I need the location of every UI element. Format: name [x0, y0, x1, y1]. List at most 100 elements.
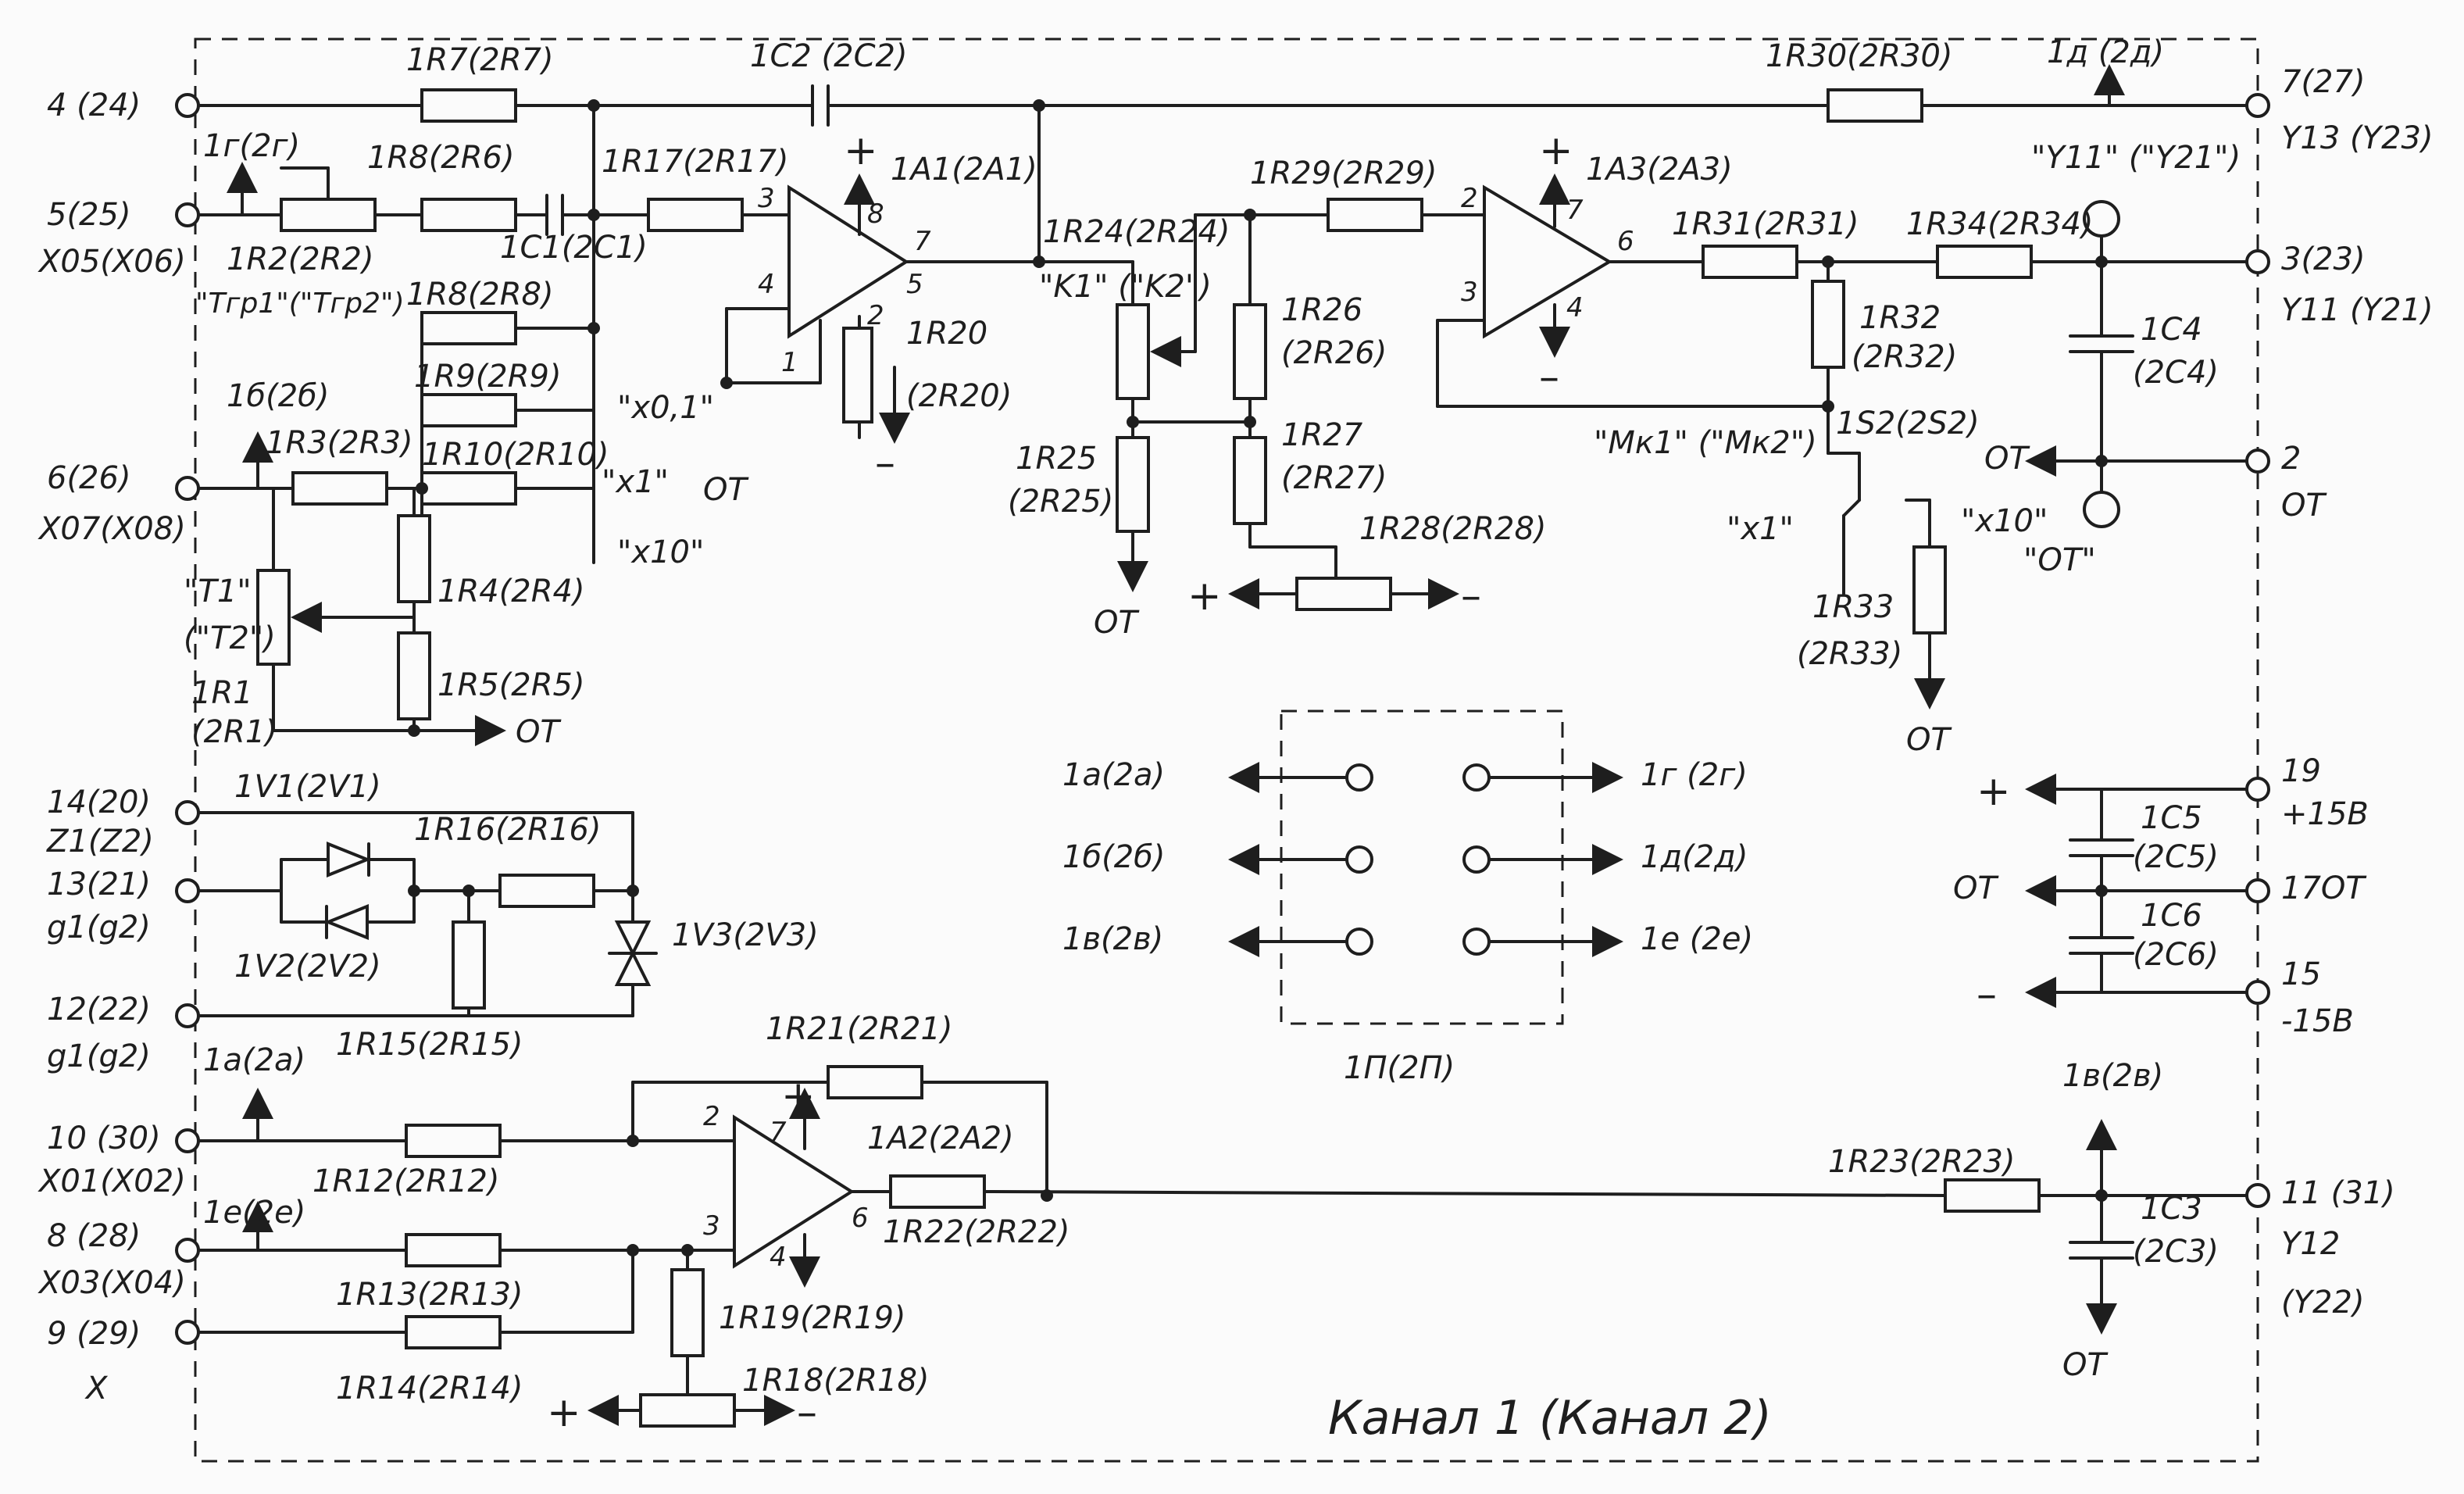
label-x10: "x10"	[617, 534, 704, 570]
label-t13: 13(21)	[47, 867, 151, 902]
label-tgr: "Tгр1"("Tгр2")	[195, 288, 405, 320]
terminal-8[interactable]	[175, 1238, 200, 1263]
label-r27b: (2R27)	[1281, 460, 1387, 496]
pin-a3-2: 2	[1461, 183, 1478, 214]
label-r23: 1R23(2R23)	[1828, 1144, 2016, 1180]
label-t4: 4 (24)	[47, 88, 141, 123]
sign-minus-r28: –	[1461, 573, 1481, 620]
label-ot-4: OT	[1984, 441, 2030, 477]
op-amp-1A3	[1483, 184, 1612, 339]
resistor-1R33	[1912, 545, 1947, 634]
terminal-17[interactable]	[2245, 878, 2270, 903]
label-x1: "x1"	[602, 464, 669, 500]
resistor-1R30	[1827, 88, 1923, 123]
terminal-2[interactable]	[2245, 449, 2270, 474]
probe-ot[interactable]	[2083, 491, 2120, 528]
label-y11: "Y11" ("Y21")	[2031, 140, 2241, 176]
label-r24: 1R24(2R24)	[1043, 214, 1230, 250]
connector-right-1: 1д(2д)	[1641, 839, 1748, 875]
label-c6a: 1C6	[2141, 898, 2202, 934]
terminal-9[interactable]	[175, 1320, 200, 1345]
pin-a1-2: 2	[867, 300, 884, 331]
label-ot-1: OT	[703, 472, 749, 508]
label-t15b: -15B	[2281, 1003, 2354, 1039]
resistor-1R18	[639, 1393, 736, 1428]
sign-plus-r18: +	[547, 1389, 581, 1436]
label-r17: 1R17(2R17)	[602, 144, 789, 180]
label-r30: 1R30(2R30)	[1766, 38, 1953, 74]
terminal-4[interactable]	[175, 93, 200, 118]
zener-1V3	[614, 920, 652, 957]
terminal-15[interactable]	[2245, 980, 2270, 1005]
label-r34: 1R34(2R34)	[1906, 206, 2094, 242]
terminal-7[interactable]	[2245, 93, 2270, 118]
label-r4: 1R4(2R4)	[437, 574, 585, 609]
terminal-12[interactable]	[175, 1003, 200, 1028]
pin-a3-3: 3	[1461, 277, 1478, 308]
terminal-5[interactable]	[175, 202, 200, 227]
label-t2b: OT	[2281, 488, 2327, 524]
pin-a3-4: 4	[1566, 292, 1584, 323]
label-s2: 1S2(2S2)	[1836, 406, 1980, 441]
label-a2: 1A2(2A2)	[867, 1120, 1014, 1156]
terminal-13[interactable]	[175, 878, 200, 903]
label-mk: "Mк1" ("Mк2")	[1594, 425, 1817, 461]
label-t2: 2	[2281, 441, 2301, 477]
terminal-3[interactable]	[2245, 249, 2270, 274]
labels: 4 (24) 5(25) X05(X06) 6(26) X07(X08) 14(…	[37, 34, 2434, 1446]
label-r26a: 1R26	[1281, 292, 1362, 328]
label-t12: 12(22)	[47, 992, 151, 1028]
label-r20b: (2R20)	[906, 378, 1012, 414]
connector-right-2: 1e (2e)	[1641, 921, 1753, 957]
pin-a1-3: 3	[758, 183, 775, 214]
resistor-1R26	[1233, 303, 1267, 400]
label-c4b: (2C4)	[2133, 355, 2219, 391]
label-t7: 7(27)	[2281, 64, 2366, 100]
label-t10b: X01(X02)	[37, 1163, 186, 1199]
label-c5a: 1C5	[2141, 800, 2202, 836]
resistor-1R9	[420, 393, 517, 427]
label-sx1: "x1"	[1727, 511, 1794, 547]
label-r1a: 1R1	[191, 675, 253, 711]
pin-a2-3: 3	[703, 1210, 720, 1242]
label-r25a: 1R25	[1016, 441, 1097, 477]
label-c3a: 1C3	[2141, 1191, 2202, 1227]
resistor-1R32	[1811, 280, 1845, 369]
resistor-1R16	[498, 874, 595, 908]
label-t11b: Y12	[2281, 1226, 2340, 1262]
resistor-1R8b	[420, 311, 517, 345]
label-r14: 1R14(2R14)	[336, 1371, 523, 1406]
label-t11: 11 (31)	[2281, 1175, 2395, 1211]
resistor-1R22	[889, 1174, 986, 1209]
label-t11c: (Y22)	[2281, 1285, 2365, 1321]
resistor-1R4	[397, 514, 431, 603]
diode-1V1	[327, 842, 372, 877]
label-t9: 9 (29)	[47, 1316, 141, 1352]
label-d2: 1д (2д)	[2047, 34, 2164, 70]
terminal-6[interactable]	[175, 476, 200, 501]
label-t1: "T1"	[184, 574, 252, 609]
connector-1P	[1228, 709, 1623, 1025]
label-t12b: g1(g2)	[47, 1038, 151, 1074]
op-amp-1A2	[733, 1114, 855, 1269]
output-section	[175, 1065, 2270, 1428]
connector-left-1: 1б(2б)	[1062, 839, 1165, 875]
sign-minus-a3: –	[1539, 354, 1559, 401]
terminal-11[interactable]	[2245, 1183, 2270, 1208]
input-section	[175, 64, 2270, 746]
label-t7b: Y13 (Y23)	[2281, 120, 2434, 156]
label-t13b: g1(g2)	[47, 910, 151, 945]
resistor-1R34	[1936, 245, 2033, 279]
label-c6b: (2C6)	[2133, 937, 2219, 973]
label-sx10: "x10"	[1961, 503, 2048, 539]
terminal-14[interactable]	[175, 800, 200, 825]
label-a3: 1A3(2A3)	[1586, 152, 1733, 188]
terminal-10[interactable]	[175, 1128, 200, 1153]
label-t14: 14(20)	[47, 785, 151, 820]
label-r18: 1R18(2R18)	[742, 1363, 930, 1399]
label-r22: 1R22(2R22)	[883, 1214, 1070, 1250]
resistor-1R5	[397, 631, 431, 720]
terminal-19[interactable]	[2245, 777, 2270, 802]
resistor-1R24	[1116, 303, 1150, 400]
